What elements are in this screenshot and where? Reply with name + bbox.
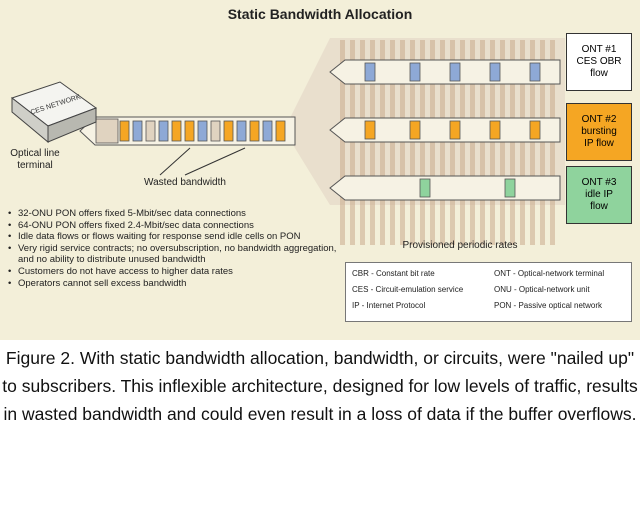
flow-cell-2 (449, 120, 461, 140)
flow-arrow-3 (329, 175, 561, 201)
onu-2-line3: IP flow (584, 138, 614, 149)
flow-cell-1 (364, 62, 376, 82)
stream-cell (119, 120, 130, 142)
onu-1-line1: ONT #1 (581, 44, 617, 55)
figure-caption: Figure 2. With static bandwidth allocati… (0, 340, 640, 510)
bullet-item: Customers do not have access to higher d… (8, 266, 338, 278)
flow-cell-2 (409, 120, 421, 140)
onu-2-line2: bursting (581, 126, 617, 137)
legend-item-onu: ONU - Optical-network unit (494, 285, 590, 294)
abbreviation-legend: CBR - Constant bit rate CES - Circuit-em… (345, 262, 632, 322)
onu-3-line2: idle IP (585, 189, 613, 200)
flow-cell-3 (419, 178, 431, 198)
flow-cell-2 (489, 120, 501, 140)
flow-cell-1 (489, 62, 501, 82)
wasted-bandwidth-label: Wasted bandwidth (144, 177, 226, 188)
stream-cell (249, 120, 260, 142)
flow-cell-1 (449, 62, 461, 82)
flow-cells (364, 62, 541, 198)
onu-1-line2: CES OBR (576, 56, 622, 67)
onu-3-line3: flow (590, 201, 608, 212)
legend-item-cbr: CBR - Constant bit rate (352, 269, 435, 278)
stream-cell (223, 120, 234, 142)
legend-item-ip: IP - Internet Protocol (352, 301, 426, 310)
legend-item-ont: ONT - Optical-network terminal (494, 269, 605, 278)
bullet-item: Very rigid service contracts; no oversub… (8, 243, 338, 266)
onu-3-line1: ONT #3 (581, 177, 617, 188)
olt-device: CES NETWORK (10, 81, 98, 144)
stream-cell (262, 120, 273, 142)
flow-cell-2 (529, 120, 541, 140)
flow-arrow-1 (329, 59, 561, 85)
bullet-item: Idle data flows or flows waiting for res… (8, 231, 338, 243)
olt-label: Optical line terminal (10, 148, 60, 171)
onu-2-line1: ONT #2 (581, 114, 617, 125)
bullet-item: Operators cannot sell excess bandwidth (8, 278, 338, 290)
diagram-canvas: CES NETWORK (10, 38, 565, 245)
provisioned-rates-label: Provisioned periodic rates (402, 240, 518, 251)
stream-cell (158, 120, 169, 142)
wasted-pointer-right (184, 147, 246, 176)
legend-item-ces: CES - Circuit-emulation service (352, 285, 464, 294)
flow-cell-2 (364, 120, 376, 140)
stream-cell (171, 120, 182, 142)
stripe (340, 40, 345, 245)
diagram-title: Static Bandwidth Allocation (227, 6, 413, 22)
legend-item-pon: PON - Passive optical network (494, 301, 603, 310)
bullet-list: 32-ONU PON offers fixed 5-Mbit/sec data … (8, 208, 338, 289)
stream-cell (236, 120, 247, 142)
flow-cell-1 (409, 62, 421, 82)
stream-cell (275, 120, 286, 142)
flow-arrow-2 (329, 117, 561, 143)
bullet-item: 32-ONU PON offers fixed 5-Mbit/sec data … (8, 208, 338, 220)
stream-cell (210, 120, 221, 142)
bullet-item: 64-ONU PON offers fixed 2.4-Mbit/sec dat… (8, 220, 338, 232)
stream-cell (145, 120, 156, 142)
wasted-slot (95, 118, 119, 144)
main-stream-cells (95, 118, 286, 144)
stream-cell (184, 120, 195, 142)
onu-1-line3: flow (590, 68, 608, 79)
flow-cell-3 (504, 178, 516, 198)
stream-cell (197, 120, 208, 142)
stream-cell (132, 120, 143, 142)
flow-cell-1 (529, 62, 541, 82)
wasted-pointer-left (159, 147, 191, 176)
